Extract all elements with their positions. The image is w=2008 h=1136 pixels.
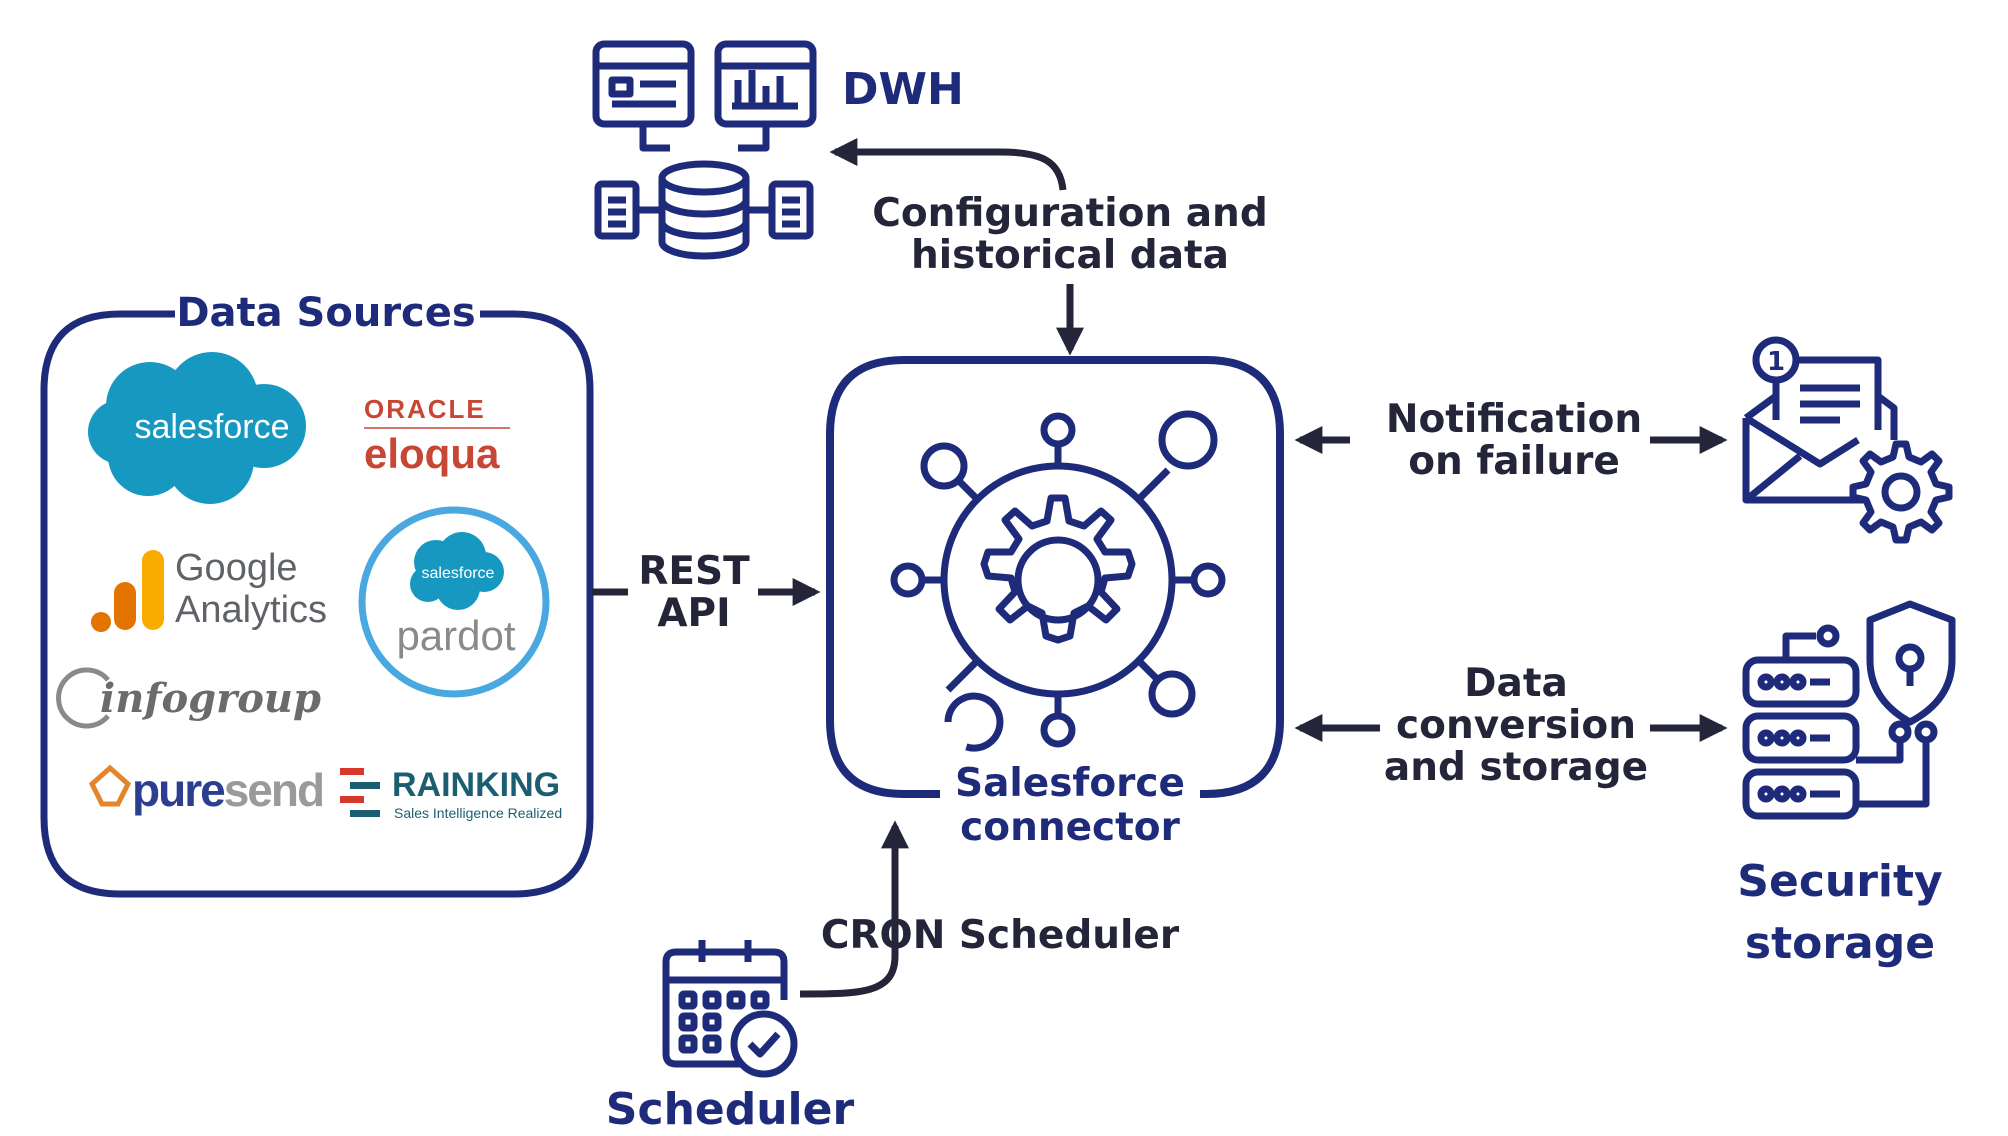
data-warehouse-icon: [592, 40, 817, 260]
svg-text:puresend: puresend: [132, 764, 323, 816]
google-analytics-logo: Google Analytics: [91, 547, 327, 632]
config-label-line2: historical data: [911, 233, 1229, 278]
cron-arrow: [799, 820, 909, 998]
notification-badge: 1: [1767, 347, 1785, 377]
salesforce-logo: salesforce: [88, 352, 306, 504]
notification-label-line2: on failure: [1408, 439, 1620, 484]
data-conversion-line3: and storage: [1384, 745, 1648, 790]
svg-text:salesforce: salesforce: [422, 565, 495, 582]
connector-label-line2: connector: [960, 805, 1180, 850]
svg-text:eloqua: eloqua: [364, 430, 500, 477]
config-to-dwh-arrow: [829, 138, 1067, 191]
data-conversion-line1: Data: [1464, 661, 1568, 706]
security-label-line2: storage: [1745, 918, 1935, 969]
infogroup-logo: infogroup: [56, 667, 321, 729]
gear-network-icon: [890, 410, 1226, 752]
svg-text:Analytics: Analytics: [175, 589, 327, 631]
puresend-logo: puresend: [88, 764, 325, 816]
svg-text:Google: Google: [175, 547, 298, 589]
svg-text:ORACLE: ORACLE: [364, 394, 486, 424]
svg-text:salesforce: salesforce: [135, 408, 290, 446]
dwh-label: DWH: [842, 64, 964, 115]
svg-text:RAINKING: RAINKING: [392, 766, 560, 804]
pardot-logo: salesforce pardot: [358, 506, 550, 698]
svg-text:infogroup: infogroup: [100, 675, 321, 722]
connector-frame: [826, 356, 1284, 798]
cron-label: CRON Scheduler: [821, 913, 1180, 958]
svg-text:Sales Intelligence Realized: Sales Intelligence Realized: [394, 805, 562, 821]
data-conversion-line2: conversion: [1396, 703, 1636, 748]
scheduler-label: Scheduler: [606, 1084, 855, 1135]
rest-api-line1: REST: [638, 549, 750, 594]
data-sources-frame: [40, 310, 594, 898]
svg-text:pardot: pardot: [396, 612, 515, 659]
data-sources-title: Data Sources: [176, 290, 475, 336]
server-shield-icon: [1742, 600, 1956, 820]
config-label-line1: Configuration and: [872, 191, 1267, 236]
oracle-eloqua-logo: ORACLE eloqua: [364, 394, 510, 477]
notification-label-line1: Notification: [1386, 397, 1642, 442]
security-label-line1: Security: [1737, 856, 1942, 907]
rest-api-line2: API: [657, 591, 730, 636]
calendar-check-icon: [662, 940, 798, 1078]
rainking-logo: RAINKING Sales Intelligence Realized: [340, 766, 562, 821]
connector-label-line1: Salesforce: [955, 761, 1185, 806]
email-settings-icon: [1742, 336, 1953, 544]
